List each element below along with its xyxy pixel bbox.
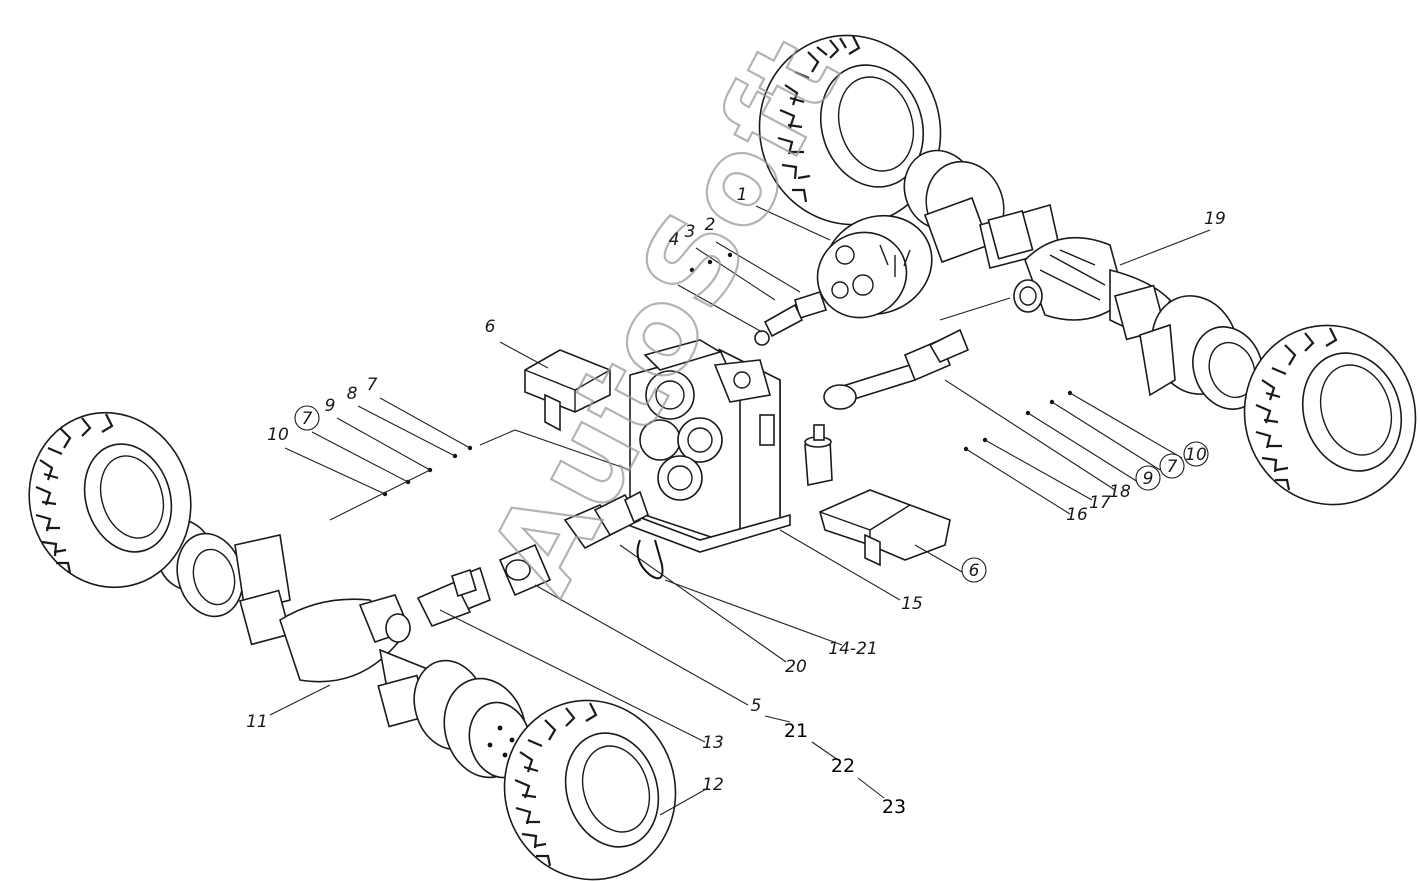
callout-label: 10 xyxy=(1185,445,1207,465)
callout-c8: 8 xyxy=(347,384,358,404)
callout-c13: 13 xyxy=(702,733,724,753)
callout-c12: 12 xyxy=(702,775,724,795)
callout-label: 15 xyxy=(901,594,923,614)
front-propeller-shaft xyxy=(329,429,664,627)
callout-label: 3 xyxy=(685,222,696,242)
tire-rear-top xyxy=(758,34,942,226)
input-shaft-parts xyxy=(689,252,828,346)
callout-label: 22 xyxy=(831,755,855,777)
tire-front-bottom xyxy=(503,699,677,881)
callout-label: 1 xyxy=(737,185,748,205)
callout-label: 8 xyxy=(347,384,358,404)
callout-label: 10 xyxy=(267,425,289,445)
callout-label: 19 xyxy=(1204,209,1226,229)
callout-label: 17 xyxy=(1089,493,1111,513)
tire-rear-right xyxy=(1243,324,1417,506)
torque-converter xyxy=(816,214,933,319)
callout-c14: 14-21 xyxy=(828,639,877,659)
callout-c22: 22 xyxy=(831,755,855,777)
callout-c5: 5 xyxy=(751,696,762,716)
transmission-gearbox xyxy=(619,339,833,553)
rear-propeller-shaft xyxy=(823,297,1073,452)
callout-label: 13 xyxy=(702,733,724,753)
callout-c10b: 10 xyxy=(1183,441,1209,467)
callout-label: 7 xyxy=(302,409,313,429)
callout-c19: 19 xyxy=(1204,209,1226,229)
callout-label: 4 xyxy=(669,230,680,250)
callout-c16: 16 xyxy=(1066,505,1088,525)
callout-circle xyxy=(1159,453,1185,479)
callout-c7c: 7 xyxy=(1159,453,1185,479)
callout-c1: 1 xyxy=(737,185,748,205)
rear-axle-assembly xyxy=(903,149,1264,410)
callout-label: 12 xyxy=(702,775,724,795)
callout-circle xyxy=(294,405,320,431)
callout-circle xyxy=(1135,465,1161,491)
callout-labels: 1234196789710107918171661514-21205212223… xyxy=(246,185,1226,818)
callout-label: 5 xyxy=(751,696,762,716)
callout-c23: 23 xyxy=(882,796,906,818)
callout-label: 20 xyxy=(785,657,807,677)
callout-c6b: 6 xyxy=(961,557,987,583)
bracket-top xyxy=(524,349,611,432)
leader-lines xyxy=(269,205,1211,816)
callout-c20: 20 xyxy=(785,657,807,677)
tire-front-left xyxy=(28,411,192,589)
callout-label: 9 xyxy=(325,396,336,416)
callout-label: 6 xyxy=(969,561,980,581)
callout-c21: 21 xyxy=(784,720,808,742)
callout-c11: 11 xyxy=(246,712,268,732)
callout-label: 7 xyxy=(367,375,378,395)
callout-label: 23 xyxy=(882,796,906,818)
callout-label: 9 xyxy=(1143,469,1154,489)
callout-c9b: 9 xyxy=(1135,465,1161,491)
callout-c18: 18 xyxy=(1109,482,1131,502)
callout-circle xyxy=(961,557,987,583)
bracket-bottom xyxy=(819,489,951,567)
callout-c7a: 7 xyxy=(367,375,378,395)
callout-label: 11 xyxy=(246,712,268,732)
callout-label: 21 xyxy=(784,720,808,742)
callout-label: 14-21 xyxy=(828,639,877,659)
callout-label: 6 xyxy=(485,317,496,337)
callout-c9a: 9 xyxy=(325,396,336,416)
callout-label: 18 xyxy=(1109,482,1131,502)
callout-c15: 15 xyxy=(901,594,923,614)
callout-c17: 17 xyxy=(1089,493,1111,513)
callout-c10a: 10 xyxy=(267,425,289,445)
callout-label: 7 xyxy=(1167,457,1178,477)
callout-c2: 2 xyxy=(705,215,716,235)
callout-circle xyxy=(1183,441,1209,467)
callout-c7b: 7 xyxy=(294,405,320,431)
callout-label: 16 xyxy=(1066,505,1088,525)
callout-c4: 4 xyxy=(669,230,680,250)
callout-c6a: 6 xyxy=(485,317,496,337)
callout-label: 2 xyxy=(705,215,716,235)
callout-c3: 3 xyxy=(685,222,696,242)
